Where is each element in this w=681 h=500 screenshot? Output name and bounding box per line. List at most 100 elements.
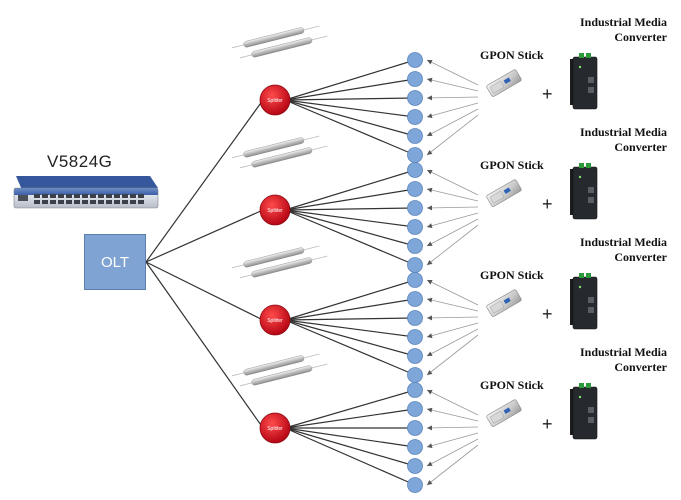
- onu-node: [407, 348, 423, 364]
- arrow-line: [426, 279, 479, 306]
- onu-node: [407, 458, 423, 474]
- arrow-head: [427, 169, 433, 175]
- fanout-fiber-line: [284, 99, 416, 137]
- arrow-line: [426, 432, 479, 448]
- splitter-fanout-fibers: [284, 59, 416, 486]
- arrow-line: [426, 389, 479, 416]
- switch-port: [114, 194, 120, 198]
- olt-box: OLT: [84, 234, 146, 290]
- fanout-fiber-line: [284, 279, 416, 321]
- arrow-line: [426, 114, 479, 156]
- fanout-fiber-line: [284, 389, 416, 429]
- fiber-rod-icon: [231, 353, 320, 377]
- olt-trunk-fibers: [145, 99, 264, 429]
- splitter-node: [259, 194, 291, 226]
- device-model-label: V5824G: [47, 152, 113, 171]
- plus-sign: +: [542, 84, 553, 104]
- industrial-media-converter-icon: [570, 383, 598, 440]
- onu-node: [407, 52, 423, 68]
- fanout-fiber-line: [284, 319, 416, 338]
- onu-node: [407, 71, 423, 87]
- fanout-fiber-line: [284, 427, 416, 486]
- switch-port: [42, 194, 48, 198]
- switch-port: [34, 200, 40, 204]
- switch-port: [130, 200, 136, 204]
- onu-node: [407, 439, 423, 455]
- arrow-line: [426, 224, 479, 266]
- fanout-fiber-line: [284, 427, 416, 448]
- onu-node: [407, 291, 423, 307]
- onu-node: [407, 109, 423, 125]
- arrow-head: [427, 461, 433, 466]
- fanout-fiber-line: [284, 207, 416, 211]
- gpon-stick-icon: [486, 289, 522, 317]
- fanout-fiber-line: [284, 59, 416, 101]
- switch-port: [50, 200, 56, 204]
- onu-node: [407, 219, 423, 235]
- splitter-label: Splitter: [267, 318, 283, 324]
- arrow-line: [426, 78, 479, 92]
- media-converter-label-line2: Converter: [614, 140, 667, 154]
- gpon-stick-modules: [486, 69, 522, 427]
- arrow-head: [427, 95, 433, 101]
- gpon-stick-label: GPON Stick: [480, 48, 544, 62]
- fiber-rod-icon: [231, 25, 320, 49]
- arrow-head: [427, 479, 433, 485]
- media-converter-label-line1: Industrial Media: [579, 125, 667, 139]
- arrow-line: [426, 426, 479, 429]
- switch-port: [74, 194, 80, 198]
- switch-port: [98, 200, 104, 204]
- switch-port: [90, 194, 96, 198]
- arrow-line: [426, 108, 479, 137]
- arrow-head: [427, 259, 433, 265]
- arrow-head: [427, 389, 433, 395]
- onu-node: [407, 329, 423, 345]
- trunk-fiber-line: [145, 261, 264, 321]
- switch-port: [82, 194, 88, 198]
- switch-port: [106, 200, 112, 204]
- fanout-fiber-line: [284, 99, 416, 118]
- fanout-fiber-line: [284, 408, 416, 429]
- onu-node: [407, 147, 423, 163]
- fanout-fiber-line: [284, 169, 416, 211]
- switch-port: [42, 200, 48, 204]
- fanout-fiber-line: [284, 317, 416, 321]
- arrow-head: [427, 113, 433, 119]
- trunk-fiber-line: [145, 99, 264, 263]
- onu-node: [407, 162, 423, 178]
- fiber-rod-icon: [239, 255, 328, 279]
- onu-node: [407, 200, 423, 216]
- arrow-line: [426, 96, 479, 99]
- switch-port: [106, 194, 112, 198]
- fanout-fiber-line: [284, 427, 416, 467]
- fanout-fiber-line: [284, 97, 416, 101]
- switch-port: [138, 200, 144, 204]
- arrow-line: [426, 206, 479, 209]
- arrow-line: [426, 438, 479, 467]
- arrow-line: [426, 322, 479, 338]
- industrial-media-converter-icon: [570, 273, 598, 330]
- arrow-line: [426, 212, 479, 228]
- onu-node: [407, 181, 423, 197]
- plus-sign: +: [542, 304, 553, 324]
- onu-node: [407, 420, 423, 436]
- arrow-head: [427, 315, 433, 321]
- fiber-rod-icon: [239, 35, 328, 59]
- gpon-stick-icon: [486, 69, 522, 97]
- media-converter-label-line1: Industrial Media: [579, 15, 667, 29]
- onu-node: [407, 272, 423, 288]
- switch-port: [114, 200, 120, 204]
- media-converter-label-line2: Converter: [614, 30, 667, 44]
- onu-nodes: [407, 52, 423, 493]
- gpon-stick-icon: [486, 179, 522, 207]
- gpon-stick-label: GPON Stick: [480, 158, 544, 172]
- signal-arrows: [426, 59, 479, 486]
- arrow-line: [426, 102, 479, 118]
- gpon-stick-icon: [486, 399, 522, 427]
- arrow-line: [426, 328, 479, 357]
- industrial-media-converter-icon: [570, 53, 598, 110]
